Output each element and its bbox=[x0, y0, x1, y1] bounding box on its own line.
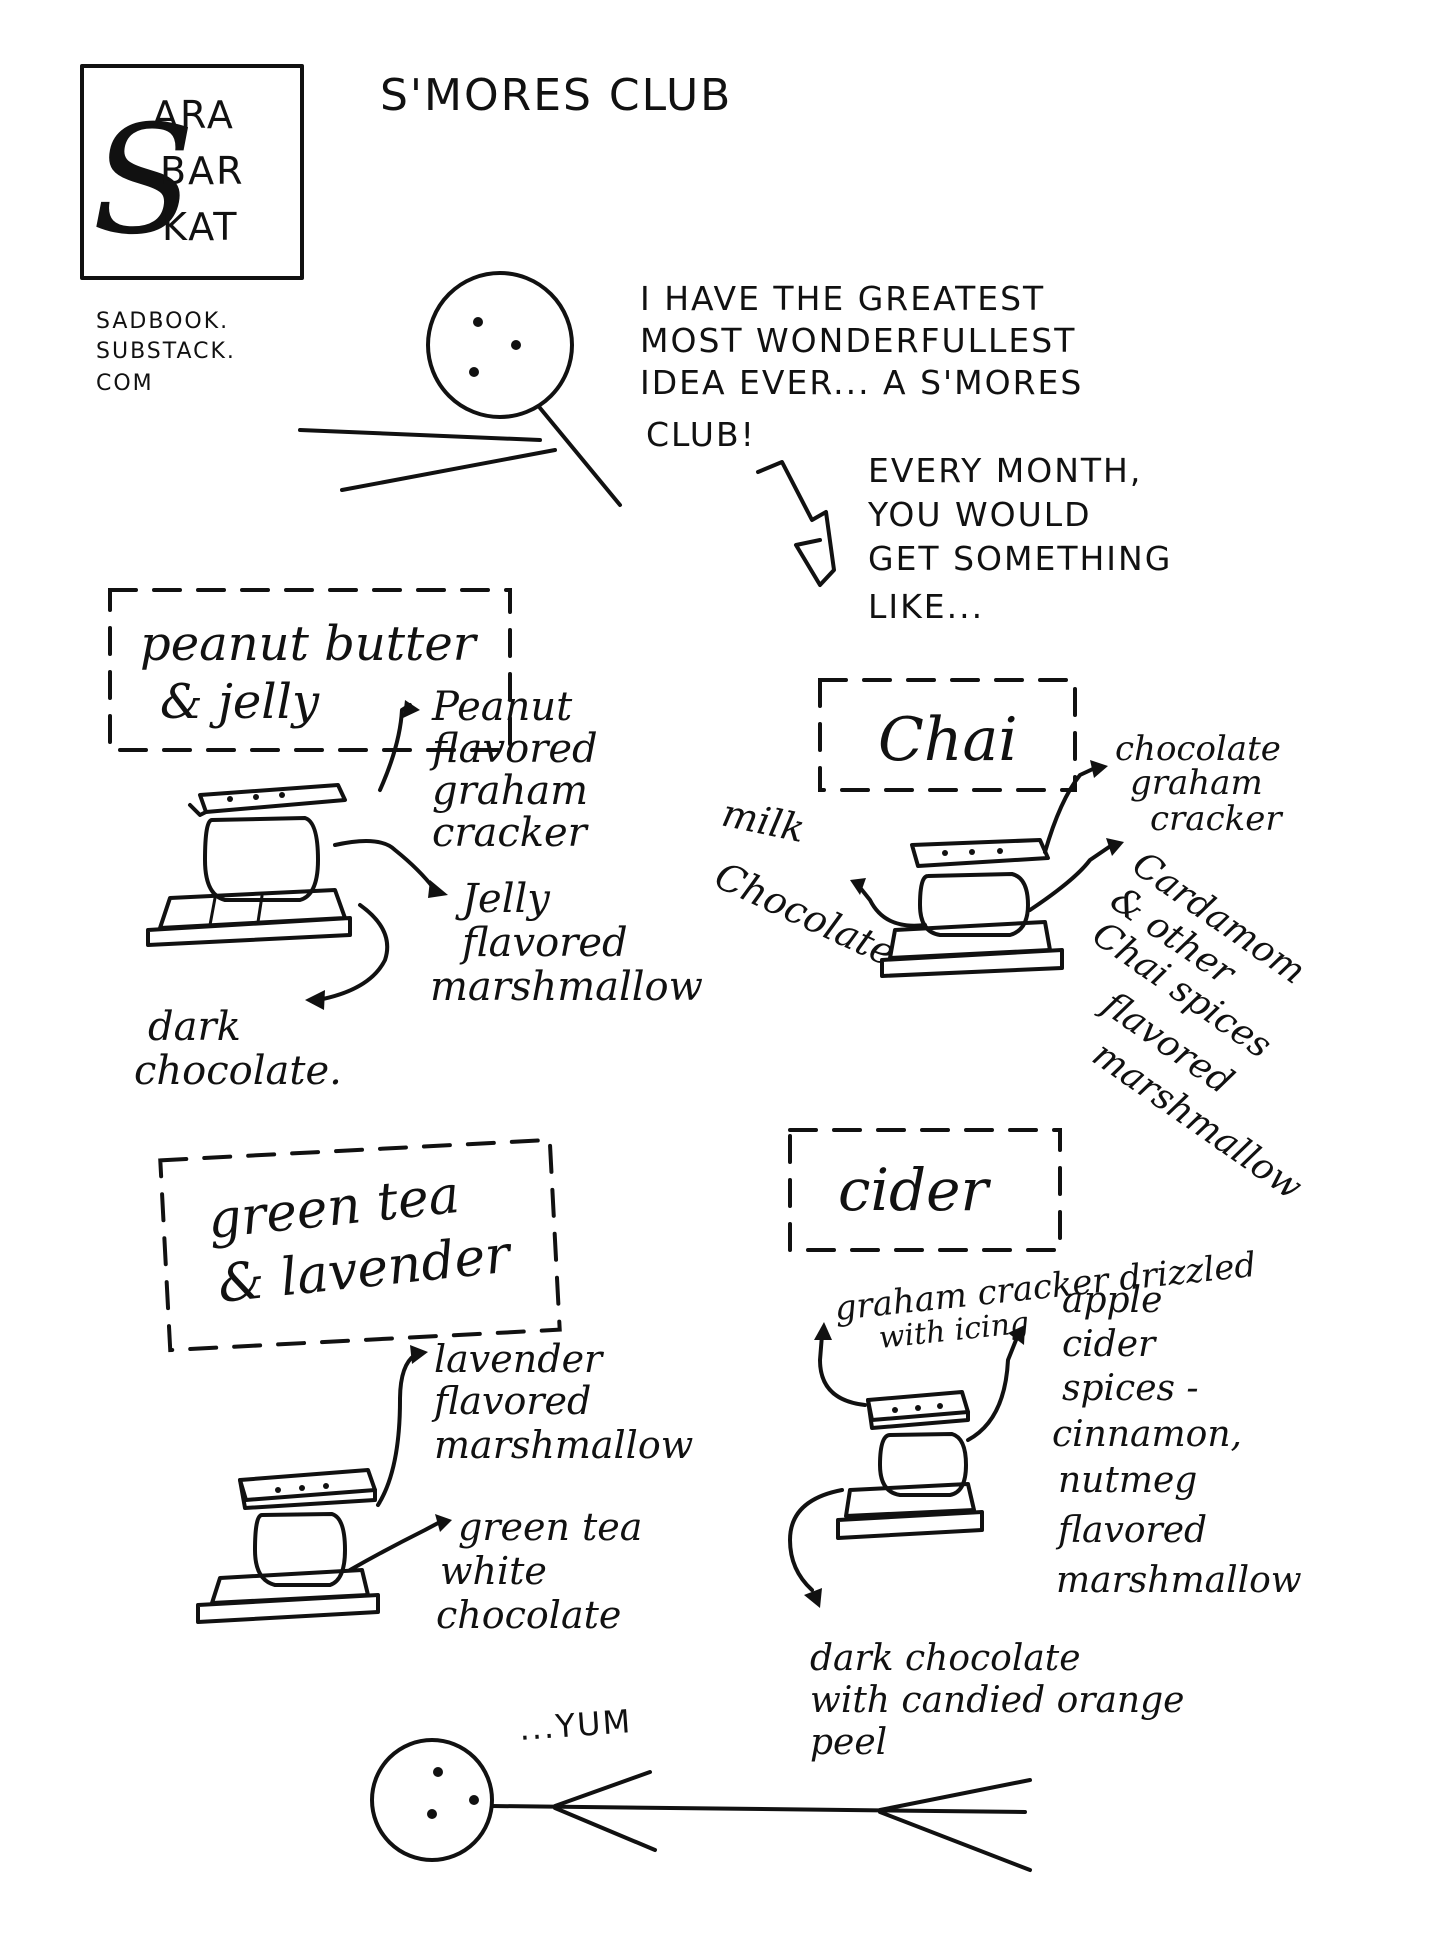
logo-big-letter: S bbox=[92, 94, 195, 268]
svg-text:CLUB!: CLUB! bbox=[646, 415, 756, 454]
page-title: S'MORES CLUB bbox=[380, 70, 732, 121]
logo-line: ARA bbox=[152, 93, 235, 137]
ingredient-label: chocolate bbox=[1115, 729, 1281, 769]
flavor-name: Chai bbox=[878, 705, 1018, 775]
website-line: COM bbox=[96, 371, 154, 396]
flavor-label-box bbox=[788, 1128, 1062, 1252]
ingredient-label: flavored bbox=[459, 920, 628, 966]
ingredient-label: dark bbox=[148, 1004, 241, 1050]
ingredient-label: peel bbox=[810, 1722, 887, 1763]
flavor-pbj: peanut butter & jelly Peanut flavored gr… bbox=[108, 588, 703, 1094]
flavor-name: peanut butter bbox=[140, 616, 479, 672]
website-address: SADBOOK. SUBSTACK. COM bbox=[96, 309, 236, 396]
ingredient-label: graham bbox=[432, 768, 588, 814]
website-line: SUBSTACK. bbox=[96, 339, 236, 364]
intro-speech: I HAVE THE GREATEST MOST WONDERFULLEST I… bbox=[640, 279, 1083, 454]
ingredient-label: dark chocolate bbox=[810, 1638, 1081, 1679]
smore-drawing bbox=[836, 1390, 984, 1540]
sara-barkat-logo: S ARA BAR KAT bbox=[80, 64, 304, 280]
ingredient-label: cracker bbox=[432, 810, 590, 856]
ingredient-label: milk bbox=[718, 791, 809, 851]
svg-text:GET SOMETHING: GET SOMETHING bbox=[868, 539, 1172, 578]
svg-text:IDEA EVER... A S'MORES: IDEA EVER... A S'MORES bbox=[640, 363, 1083, 402]
ingredient-label: chocolate. bbox=[134, 1048, 342, 1094]
ingredient-label: green tea bbox=[458, 1505, 642, 1549]
ingredient-label: graham bbox=[1130, 763, 1263, 803]
every-month-text: EVERY MONTH, YOU WOULD GET SOMETHING LIK… bbox=[867, 451, 1172, 626]
stick-figure-top bbox=[298, 271, 622, 507]
ingredient-label: cinnamon, bbox=[1052, 1414, 1242, 1455]
ingredient-label: flavored bbox=[1055, 1510, 1207, 1551]
ingredient-label: cider bbox=[1062, 1324, 1157, 1365]
ingredient-label: marshmallow bbox=[430, 964, 703, 1010]
yum-text: ...YUM bbox=[518, 1702, 633, 1748]
ingredient-label: marshmallow bbox=[1056, 1560, 1302, 1601]
logo-line: BAR bbox=[160, 149, 244, 193]
ingredient-label: white bbox=[440, 1549, 547, 1593]
svg-text:LIKE...: LIKE... bbox=[868, 587, 984, 626]
flavor-name: cider bbox=[838, 1156, 991, 1224]
ingredient-label: flavored bbox=[431, 1379, 591, 1423]
flavor-label-box bbox=[158, 1137, 562, 1353]
flavor-greentea: green tea & lavender lavender flavored m… bbox=[158, 1137, 693, 1637]
smore-drawing bbox=[146, 783, 352, 947]
head bbox=[370, 1738, 494, 1862]
ingredient-label: cracker bbox=[1150, 799, 1283, 839]
logo-line: KAT bbox=[162, 205, 239, 249]
ingredient-label: Jelly bbox=[455, 876, 551, 922]
smore-drawing bbox=[880, 838, 1064, 978]
smore-drawing bbox=[196, 1468, 380, 1624]
stick-figure-bottom bbox=[370, 1738, 1032, 1872]
svg-text:MOST WONDERFULLEST: MOST WONDERFULLEST bbox=[640, 321, 1076, 360]
ingredient-label: spices - bbox=[1062, 1368, 1199, 1409]
ingredient-label: flavored bbox=[429, 726, 598, 772]
ingredient-label: nutmeg bbox=[1058, 1460, 1197, 1501]
svg-text:YOU WOULD: YOU WOULD bbox=[867, 495, 1092, 534]
logo-box bbox=[80, 64, 304, 280]
flavor-cider: cider graham cracker drizzled with icing… bbox=[788, 1128, 1302, 1763]
ingredient-label: Chocolate bbox=[708, 853, 902, 975]
flavor-name: & jelly bbox=[160, 674, 320, 730]
ingredient-label: lavender bbox=[434, 1337, 605, 1381]
ingredient-label: graham cracker drizzled bbox=[833, 1245, 1258, 1329]
svg-text:EVERY MONTH,: EVERY MONTH, bbox=[868, 451, 1142, 490]
ingredient-label: marshmallow bbox=[434, 1423, 693, 1467]
head bbox=[426, 271, 574, 419]
website-line: SADBOOK. bbox=[96, 309, 229, 334]
flavor-label-box bbox=[108, 588, 512, 752]
big-arrow bbox=[756, 460, 836, 587]
ingredient-label: chocolate bbox=[436, 1593, 621, 1637]
flavor-label-box bbox=[818, 678, 1077, 792]
ingredient-label: Peanut bbox=[431, 684, 573, 730]
ingredient-label: with candied orange bbox=[810, 1680, 1184, 1721]
ingredient-label: apple bbox=[1062, 1280, 1162, 1321]
svg-text:I HAVE THE GREATEST: I HAVE THE GREATEST bbox=[640, 279, 1045, 318]
